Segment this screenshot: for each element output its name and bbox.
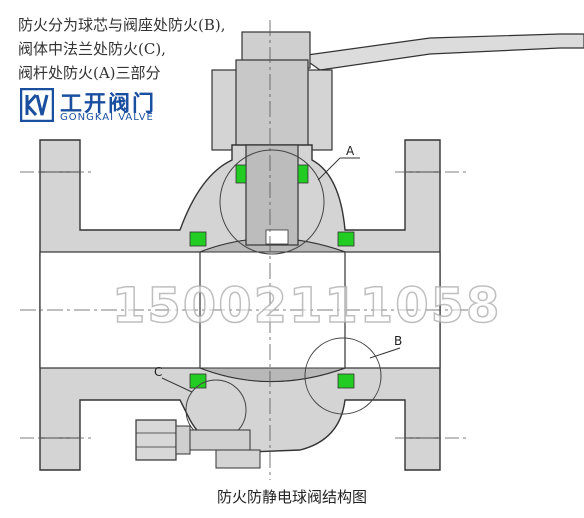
caption-line-1: 防火分为球芯与阀座处防火(B), <box>18 16 226 34</box>
phone-watermark: 15002111058 <box>111 277 502 335</box>
leader-c <box>161 377 193 393</box>
bolt-washer <box>175 425 191 455</box>
detail-circle-b <box>304 337 382 415</box>
brand-name-en: GONGKAI VALVE <box>60 112 154 123</box>
seal-seat-top-left <box>189 231 207 247</box>
leader-a <box>317 157 341 181</box>
callout-label-c: C <box>154 365 163 379</box>
handle-lever <box>298 33 584 71</box>
callout-label-b: B <box>394 334 403 348</box>
detail-circle-a <box>219 149 325 255</box>
seal-seat-bottom-left <box>189 373 207 389</box>
stem-gland <box>235 59 309 151</box>
seal-seat-top-right <box>337 231 355 247</box>
diagram-title: 防火防静电球阀结构图 <box>216 488 367 506</box>
seal-stem-left <box>235 164 247 184</box>
caption-line-2: 阀体中法兰处防火(C), <box>18 40 166 58</box>
caption-line-3: 阀杆处防火(A)三部分 <box>18 64 161 82</box>
valve-stem <box>245 144 299 246</box>
callout-label-a: A <box>346 144 355 158</box>
bolt-nut <box>135 419 177 461</box>
seal-seat-bottom-right <box>337 373 355 389</box>
brand-name-cn: 工开阀门 <box>60 92 157 117</box>
bolt-foot <box>215 449 261 469</box>
leader-b <box>369 347 401 359</box>
brand-logo-icon <box>20 88 54 122</box>
seal-stem-right <box>297 164 309 184</box>
